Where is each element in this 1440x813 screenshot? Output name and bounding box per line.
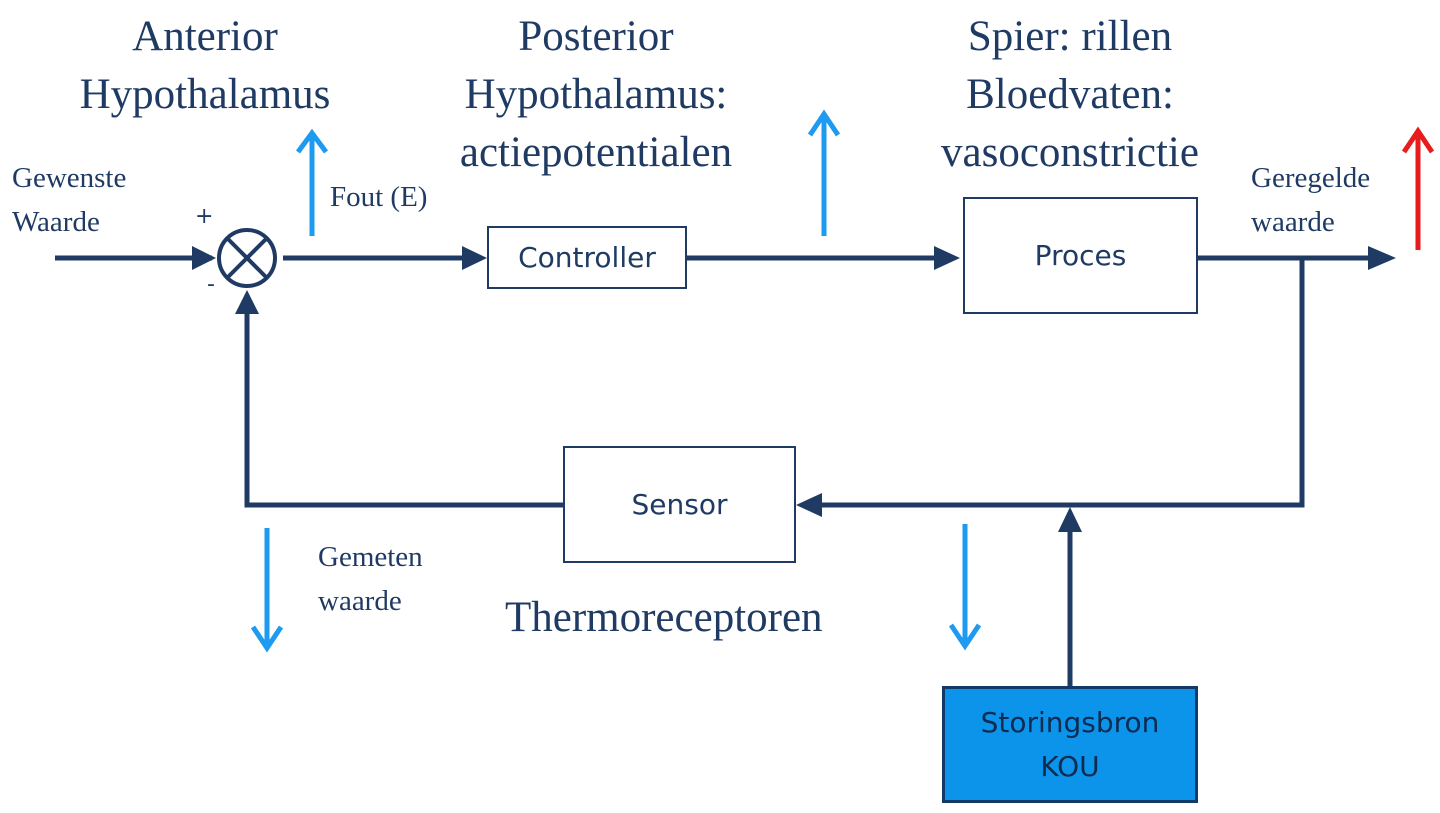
feedback-to-comparator-arrowhead [235,290,259,314]
indicator-arrows [250,109,1435,653]
disturbance-arrowhead [1058,507,1082,532]
effectors-label: Spier: rillen Bloedvaten: vasoconstricti… [941,13,1199,176]
minus-sign: - [207,272,215,297]
desired-value-label: Gewenste Waarde [12,162,127,238]
input-arrowhead [192,246,216,270]
regulated-value-label: Geregelde waarde [1251,162,1371,238]
feedback-line-left [244,312,563,508]
error-label: Fout (E) [330,181,428,213]
controller-output-up-arrow-icon [807,109,841,236]
posterior-hypothalamus-label: Posterior Hypothalamus: actiepotentialen [459,13,733,176]
disturbance-label-line1: Storingsbron [980,705,1160,739]
disturbance-block: Storingsbron KOU [942,686,1198,803]
sensor-block: Sensor [563,446,796,563]
controller-block: Controller [487,226,687,289]
anterior-hypothalamus-label: Anterior Hypothalamus [79,13,331,118]
measured-value-down-arrow-icon [250,528,284,653]
control-signal-arrowhead [934,246,960,270]
signal-lines [55,246,1396,686]
feedback-line-right [820,258,1305,508]
measured-value-label: Gemeten waarde [318,541,423,617]
summing-junction [217,228,277,288]
output-arrowhead [1368,246,1396,270]
error-arrowhead [462,246,487,270]
plus-sign: + [195,204,214,229]
regulated-value-up-arrow-icon [1401,126,1435,250]
thermoreceptors-label: Thermoreceptoren [505,594,823,641]
feedback-arrowhead [796,493,822,517]
feedback-down-arrow-icon [948,524,982,651]
process-block: Proces [963,197,1198,314]
error-up-arrow-icon [295,128,329,236]
disturbance-label-line2: KOU [1040,749,1100,783]
